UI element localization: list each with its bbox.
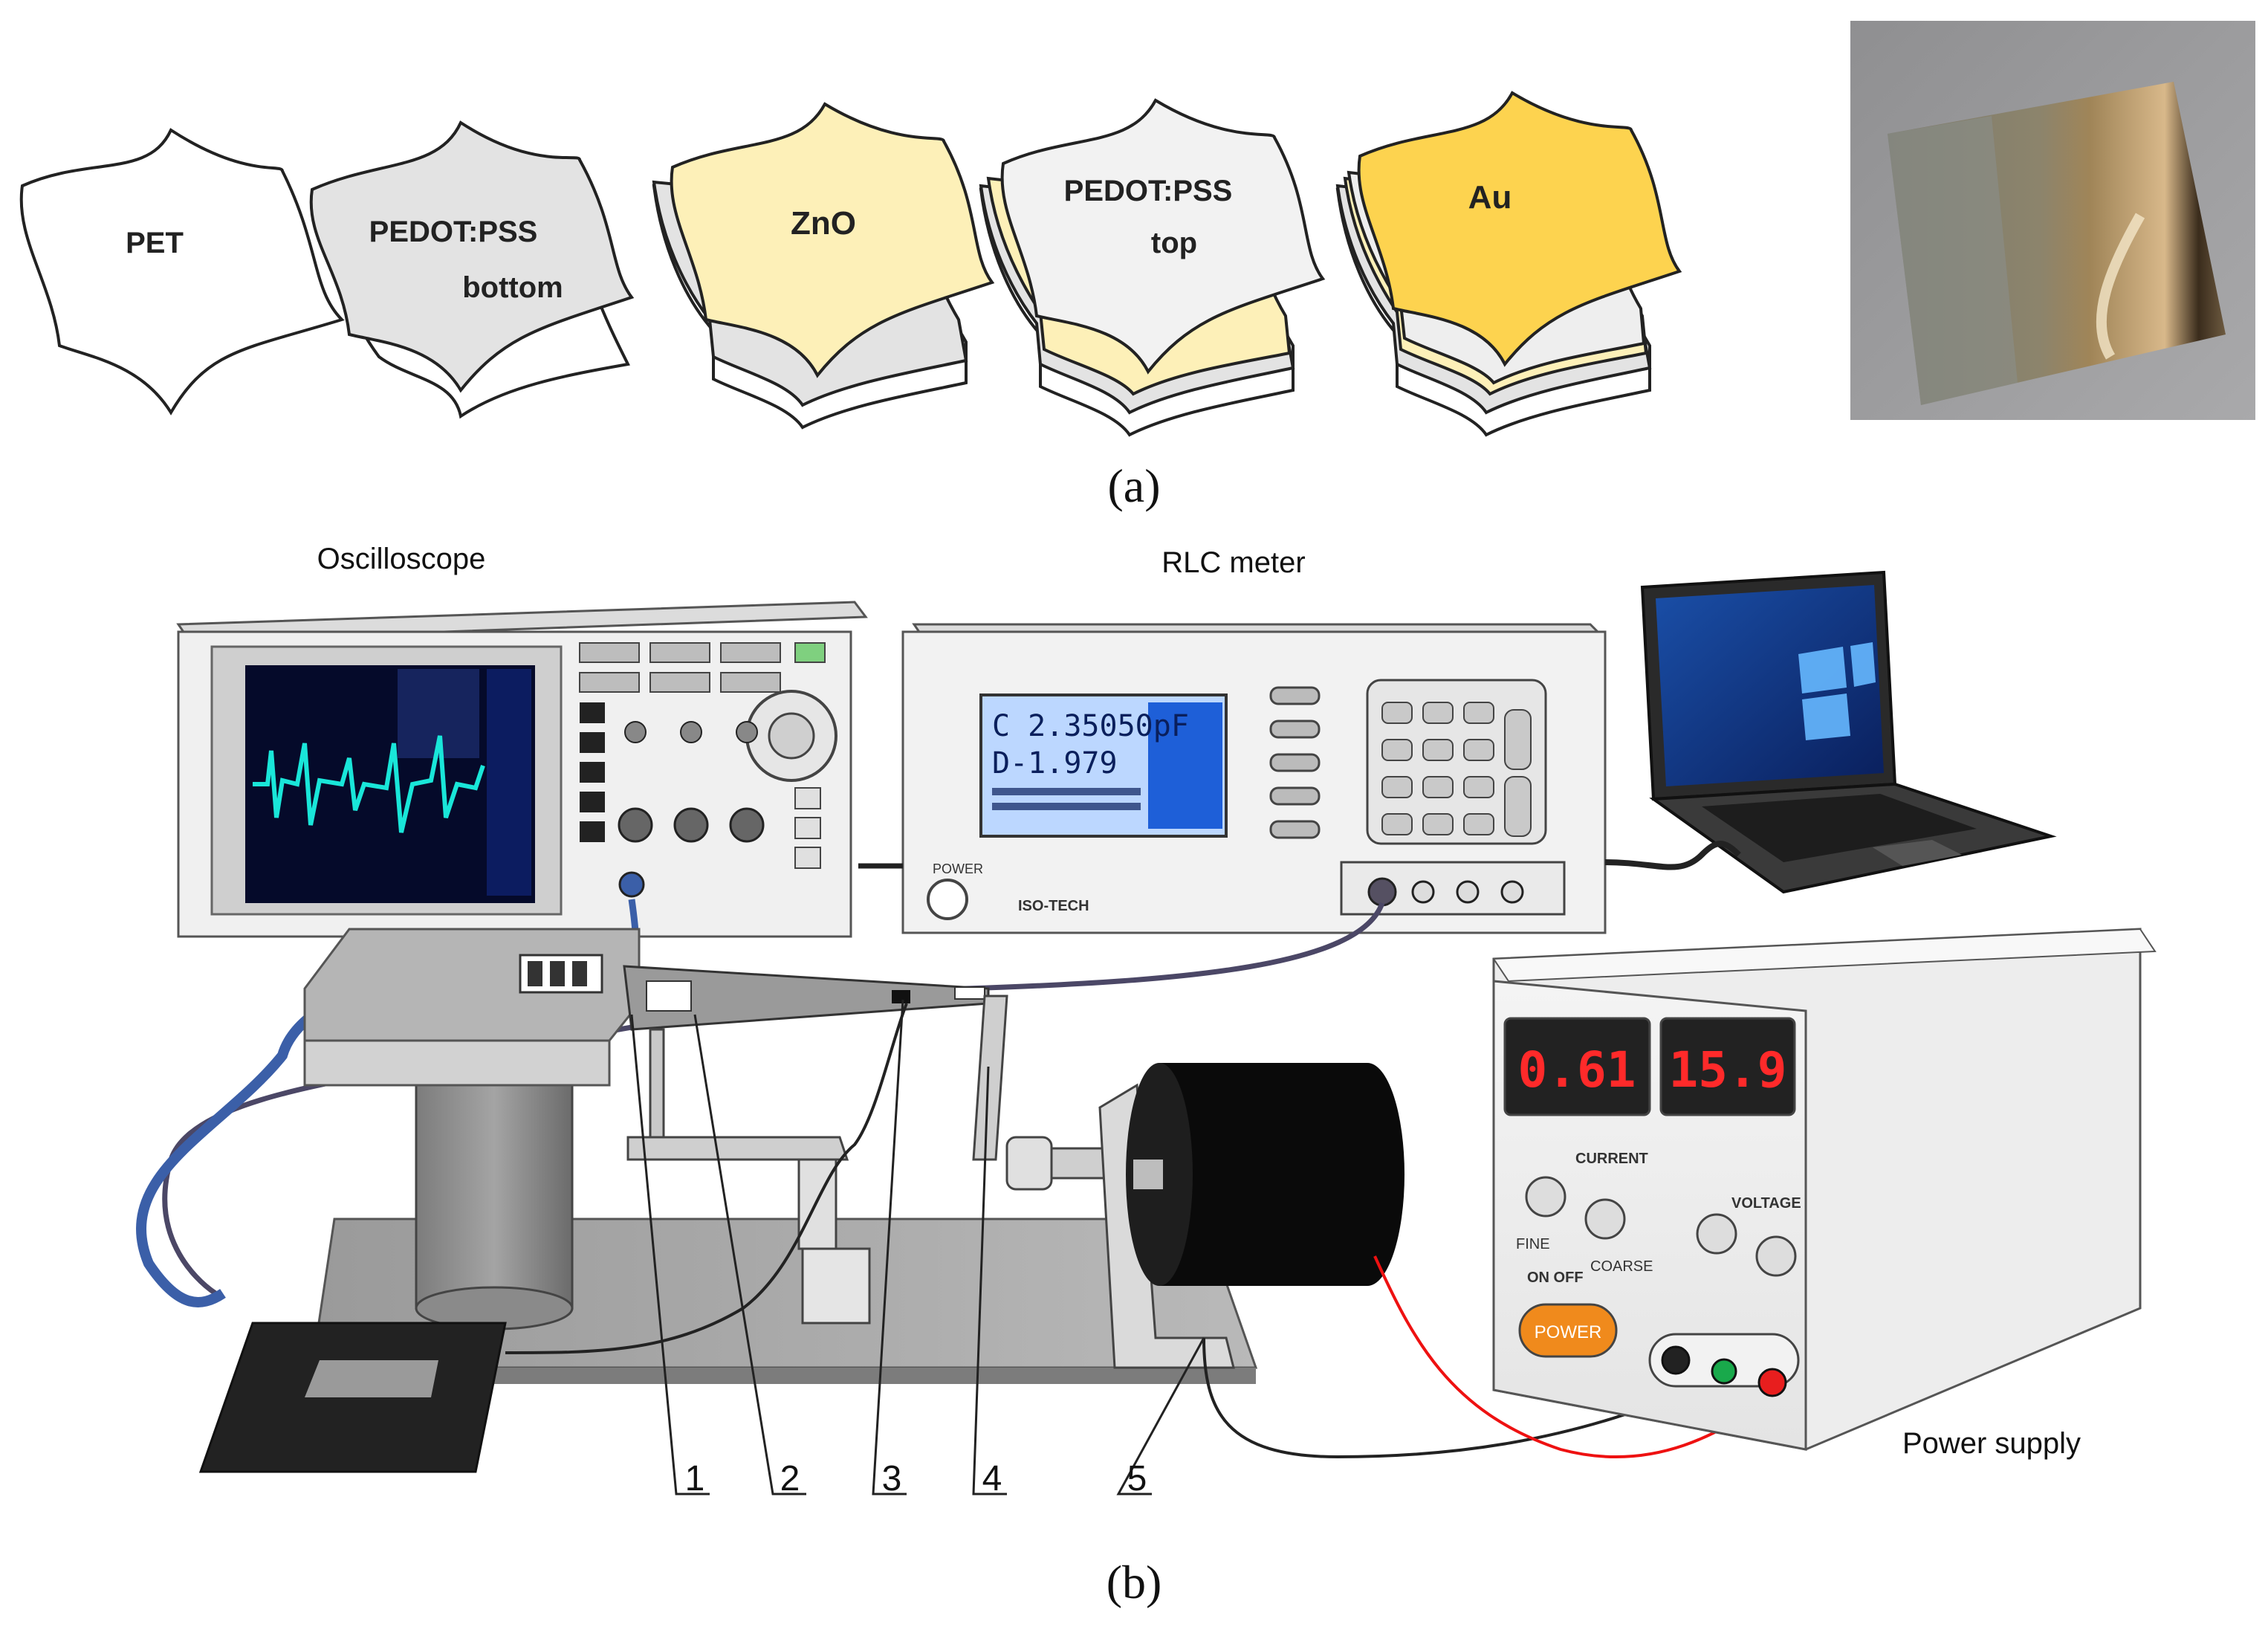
layer-pedot-top-label-1: PEDOT:PSS xyxy=(1064,175,1233,207)
scope-trace xyxy=(253,735,485,833)
scope-controls xyxy=(579,642,837,898)
layer-zno: ZnO xyxy=(652,102,995,430)
power-button xyxy=(1518,1303,1618,1358)
layer-au-label: Au xyxy=(1468,179,1512,216)
layer-pet-label: PET xyxy=(126,227,184,259)
test-stand xyxy=(198,928,1404,1473)
oscilloscope xyxy=(176,601,868,938)
layer-pet: PET xyxy=(19,128,345,415)
layer-pedot-bottom-label-1: PEDOT:PSS xyxy=(369,216,538,248)
rlc-meter-title: RLC meter xyxy=(1161,546,1305,579)
callout-3: 3 xyxy=(882,1459,902,1498)
rlc-power-label: POWER xyxy=(933,861,983,876)
rlc-input-connector xyxy=(1367,877,1397,907)
voltage-label: VOLTAGE xyxy=(1731,1195,1801,1212)
caption-b: (b) xyxy=(1107,1556,1162,1608)
scope-input-connector xyxy=(618,871,645,898)
panel-a: PET PEDOT:PSS bottom ZnO PEDOT:PSS top xyxy=(19,21,2255,512)
on-off-label: ON OFF xyxy=(1527,1270,1584,1286)
callout-5: 5 xyxy=(1127,1459,1147,1498)
power-supply: 0.61 15.9 CURRENT VOLTAGE FINE COARSE ON… xyxy=(1492,928,2157,1451)
layer-pedot-top-label-2: top xyxy=(1151,227,1197,259)
caption-a: (a) xyxy=(1107,459,1160,512)
callouts xyxy=(630,999,1205,1495)
voltage-coarse-knob xyxy=(1755,1235,1797,1277)
rlc-display-line1: C 2.35050pF xyxy=(992,709,1189,743)
current-fine-label: FINE xyxy=(1516,1236,1550,1252)
layer-zno-label: ZnO xyxy=(791,205,856,242)
layer-pedot-bottom: PEDOT:PSS bottom xyxy=(309,120,635,419)
sample-photo xyxy=(1850,21,2255,420)
laptop-screen xyxy=(1656,585,1884,786)
terminal-green xyxy=(1711,1358,1737,1385)
rlc-meter: C 2.35050pF D-1.979 POWER ISO-TECH xyxy=(901,623,1607,934)
callout-4: 4 xyxy=(982,1459,1002,1498)
current-label: CURRENT xyxy=(1575,1151,1648,1167)
current-coarse-knob xyxy=(1584,1198,1626,1240)
voltage-fine-knob xyxy=(1696,1213,1737,1255)
terminal-red xyxy=(1757,1368,1787,1397)
rlc-brand: ISO-TECH xyxy=(1018,898,1089,914)
current-coarse-label: COARSE xyxy=(1590,1258,1653,1275)
oscilloscope-title: Oscilloscope xyxy=(317,543,486,575)
layer-pedot-bottom-label-2: bottom xyxy=(462,271,563,304)
motor xyxy=(1126,1063,1404,1286)
layer-au: Au xyxy=(1335,91,1682,437)
terminal-black xyxy=(1661,1345,1691,1375)
current-readout: 0.61 xyxy=(1518,1041,1636,1099)
current-fine-knob xyxy=(1525,1176,1566,1218)
rlc-display-line2: D-1.979 xyxy=(992,746,1118,780)
power-supply-title: Power supply xyxy=(1902,1427,2081,1460)
panel-b: Oscilloscope RLC meter Power supply xyxy=(136,543,2157,1608)
callout-2: 2 xyxy=(780,1459,800,1498)
power-button-label: POWER xyxy=(1535,1322,1602,1342)
layer-pedot-top: PEDOT:PSS top xyxy=(979,98,1326,437)
laptop xyxy=(1640,570,2057,894)
voltage-readout: 15.9 xyxy=(1669,1041,1787,1099)
rlc-power-button xyxy=(927,879,968,920)
callout-1: 1 xyxy=(685,1459,705,1498)
